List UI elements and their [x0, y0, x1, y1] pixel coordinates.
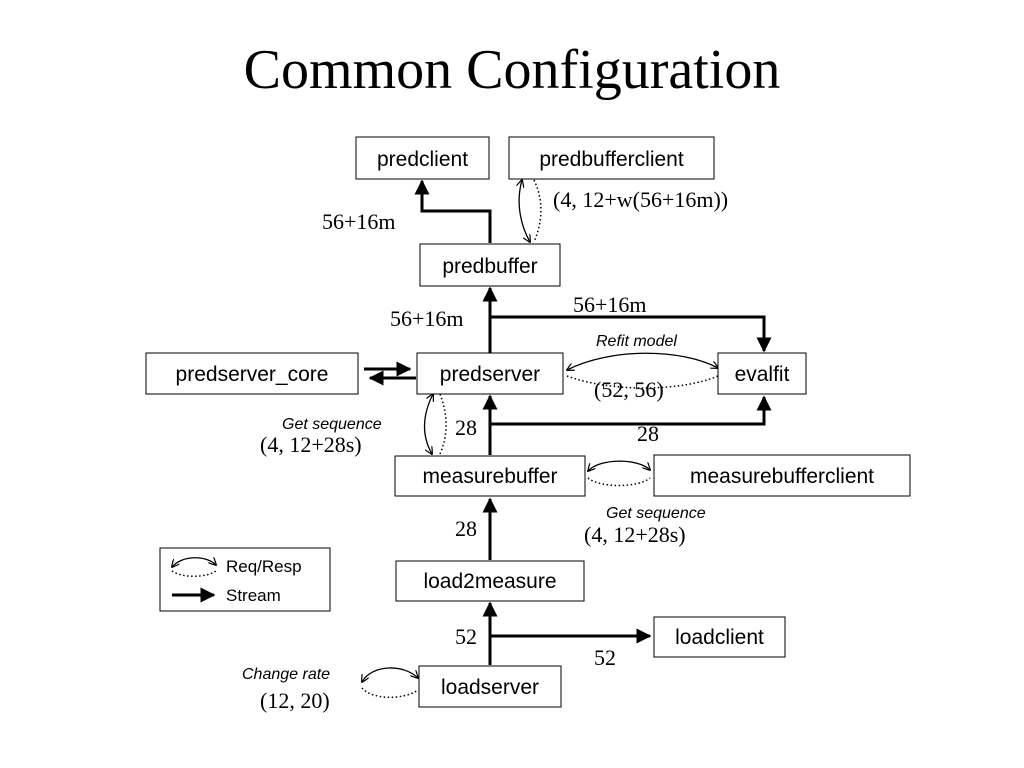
node-loadserver: loadserver: [418, 665, 562, 708]
node-predclient: predclient: [355, 136, 490, 180]
legend-reqresp-label: Req/Resp: [226, 557, 302, 576]
node-evalfit-label: evalfit: [735, 363, 790, 386]
page-title: Common Configuration: [244, 39, 781, 101]
label-refit-rates: (52, 56): [594, 377, 664, 402]
legend-stream-label: Stream: [226, 586, 281, 605]
reqresp-measurebuffer-measurebufferclient: [588, 460, 650, 471]
stream-predserver-to-evalfit: [490, 315, 772, 353]
caption-refit-model: Refit model: [596, 333, 677, 350]
node-load2measure: load2measure: [395, 560, 585, 602]
node-measurebufferclient-label: measurebufferclient: [690, 465, 874, 488]
node-predclient-label: predclient: [377, 148, 468, 171]
reqresp-change-rate-dotted: [361, 687, 419, 698]
node-predserver-label: predserver: [440, 363, 540, 386]
label-get-sequence-2-rates: (4, 12+28s): [584, 522, 686, 547]
stream-predbuffer-to-predclient: [414, 179, 492, 243]
node-predbuffer-label: predbuffer: [442, 255, 537, 278]
label-predserver-to-predbuffer: 56+16m: [390, 306, 464, 331]
reqresp-change-rate: [362, 667, 418, 682]
label-load2measure-to-measurebuffer: 28: [455, 516, 477, 541]
reqresp-predserver-measurebuffer: [423, 394, 433, 454]
label-predbufferclient-reqresp: (4, 12+w(56+16m)): [553, 187, 728, 212]
reqresp-predbufferclient-predbuffer-dotted: [533, 179, 542, 243]
reqresp-predbufferclient-predbuffer: [519, 180, 530, 242]
node-load2measure-label: load2measure: [423, 570, 556, 593]
label-measurebuffer-to-evalfit: 28: [637, 421, 659, 446]
stream-measurebuffer-to-evalfit: [490, 395, 772, 426]
legend: Req/Resp Stream: [159, 547, 331, 612]
node-predbufferclient-label: predbufferclient: [539, 148, 684, 171]
label-get-sequence-1-rates: (4, 12+28s): [260, 432, 362, 457]
reqresp-predserver-evalfit: [567, 352, 718, 370]
caption-change-rate: Change rate: [242, 666, 330, 683]
node-loadserver-label: loadserver: [441, 676, 539, 699]
caption-get-sequence-1: Get sequence: [282, 416, 382, 433]
label-measurebuffer-to-predserver: 28: [455, 415, 477, 440]
node-predbufferclient: predbufferclient: [508, 136, 715, 180]
node-measurebuffer: measurebuffer: [394, 455, 586, 497]
node-predserver-core-label: predserver_core: [176, 363, 329, 386]
node-predserver: predserver: [416, 352, 564, 395]
node-predbuffer: predbuffer: [419, 243, 561, 287]
legend-reqresp-icon: [172, 558, 216, 567]
node-measurebufferclient: measurebufferclient: [653, 454, 911, 497]
caption-get-sequence-2: Get sequence: [606, 505, 706, 522]
node-evalfit: evalfit: [717, 352, 807, 395]
node-measurebuffer-label: measurebuffer: [422, 465, 557, 488]
label-loadserver-to-load2measure: 52: [455, 624, 477, 649]
reqresp-measurebuffer-measurebufferclient-dotted: [587, 477, 651, 487]
node-loadclient: loadclient: [653, 616, 786, 658]
label-change-rate-rates: (12, 20): [260, 688, 330, 713]
node-predserver-core: predserver_core: [145, 352, 359, 395]
reqresp-predserver-measurebuffer-dotted: [439, 393, 447, 455]
label-loadserver-to-loadclient: 52: [594, 645, 616, 670]
label-predbuffer-to-predclient: 56+16m: [322, 209, 396, 234]
label-predserver-to-evalfit: 56+16m: [573, 292, 647, 317]
node-loadclient-label: loadclient: [675, 626, 764, 649]
reqresp-predserver-evalfit-dotted: [566, 375, 719, 389]
